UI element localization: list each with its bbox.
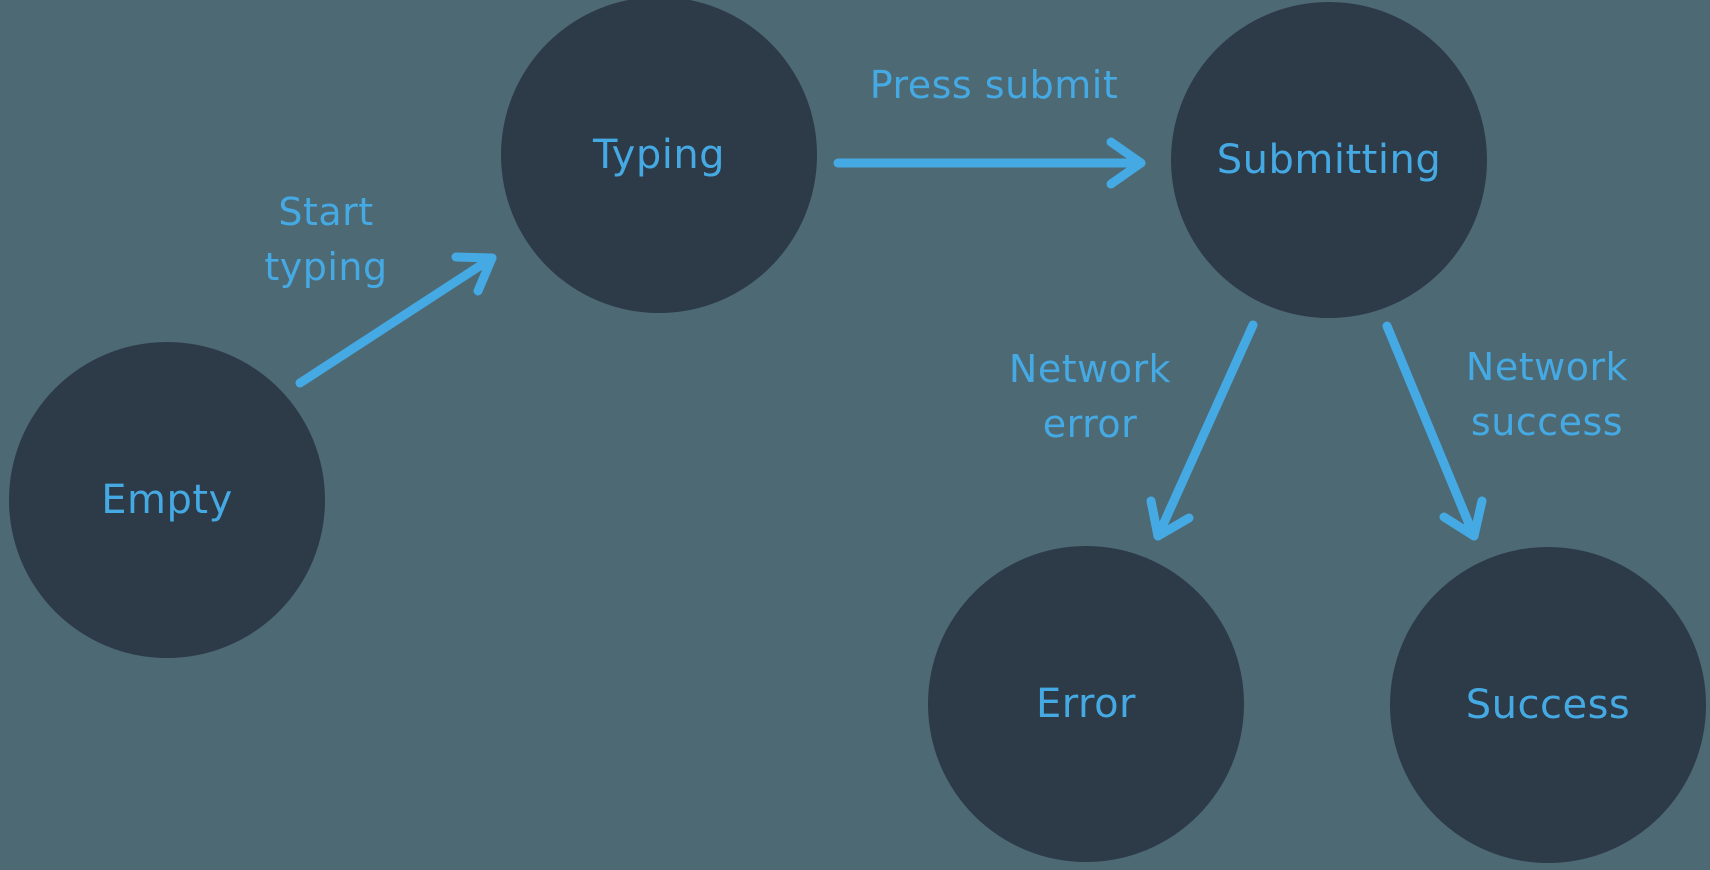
state-node-empty: Empty <box>9 342 325 658</box>
arrowhead-icon <box>1106 137 1146 189</box>
transition-label-line: error <box>1042 402 1138 447</box>
transition-label-line: Network <box>1008 347 1172 391</box>
transition-label-line: success <box>1470 400 1624 445</box>
state-label-submitting: Submitting <box>1216 137 1442 183</box>
arrow-shaft <box>295 253 497 388</box>
transition-label-line: Press submit <box>869 63 1119 107</box>
transition-arrow-network-error <box>1146 320 1258 541</box>
transition-label-press-submit: Press submit <box>844 58 1144 113</box>
transition-label-network-error: Network error <box>965 342 1215 452</box>
state-node-typing: Typing <box>501 0 817 313</box>
state-label-success: Success <box>1465 682 1631 728</box>
transition-arrow-press-submit <box>833 137 1146 189</box>
transition-label-line: Network <box>1465 345 1629 389</box>
arrow-shaft <box>1153 320 1258 541</box>
transition-arrow-start-typing <box>295 252 497 388</box>
state-label-typing: Typing <box>592 132 726 178</box>
transition-arrow-network-success <box>1382 321 1487 541</box>
transition-label-start-typing: Start typing <box>201 185 451 295</box>
arrowhead-icon <box>451 252 497 296</box>
transition-label-network-success: Network success <box>1422 340 1672 450</box>
transition-label-line: typing <box>264 245 388 290</box>
state-node-success: Success <box>1390 547 1706 863</box>
transition-label-line: Start <box>278 190 374 234</box>
arrow-shaft <box>1382 321 1479 541</box>
state-node-error: Error <box>928 546 1244 862</box>
arrowhead-icon <box>1439 496 1487 541</box>
state-label-empty: Empty <box>101 477 233 523</box>
state-label-error: Error <box>1036 681 1136 727</box>
state-node-submitting: Submitting <box>1171 2 1487 318</box>
arrowhead-icon <box>1146 496 1194 541</box>
